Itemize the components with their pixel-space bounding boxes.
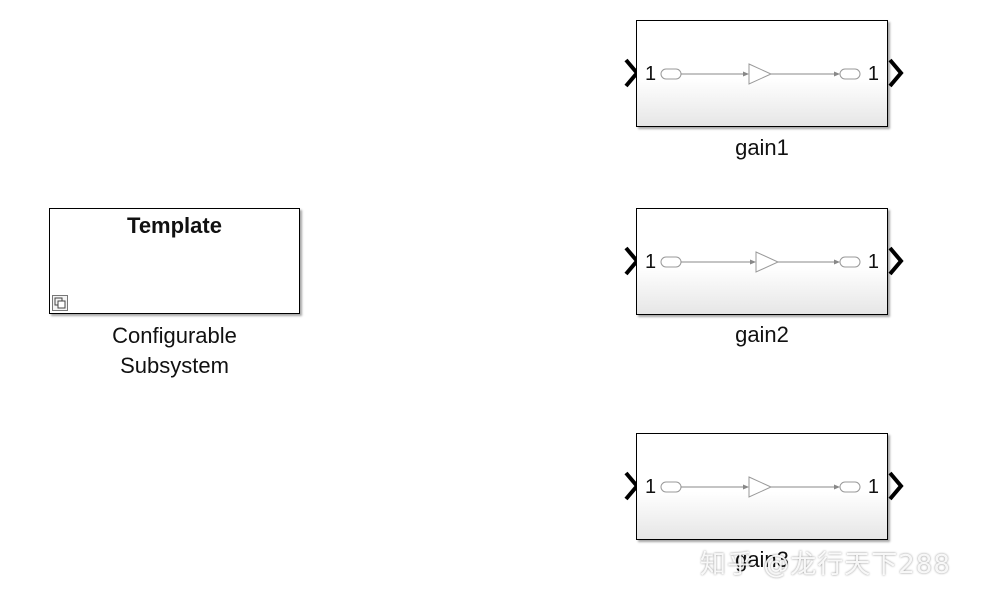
gain3-subsystem-block[interactable]: 1 1 bbox=[636, 433, 888, 540]
gain1-caption: gain1 bbox=[735, 135, 789, 160]
gain3-output-port-chevron-icon[interactable] bbox=[886, 470, 908, 502]
configurable-subsystem-block[interactable]: Template bbox=[49, 208, 300, 314]
gain1-inner-diagram bbox=[660, 63, 861, 85]
watermark: 知乎 @龙行天下288 bbox=[700, 550, 951, 580]
gain2-caption: gain2 bbox=[735, 322, 789, 347]
gain1-outport-label: 1 bbox=[867, 63, 879, 85]
gain3-inport-label: 1 bbox=[645, 476, 657, 498]
gain2-inner-diagram bbox=[660, 251, 861, 273]
template-caption-line1: Configurable bbox=[112, 323, 237, 348]
template-caption-line2: Subsystem bbox=[120, 353, 229, 378]
gain3-gain-triangle bbox=[748, 476, 773, 498]
gain2-gain-triangle bbox=[755, 251, 780, 273]
gain2-outport-oval bbox=[839, 256, 861, 268]
subsystem-icon bbox=[52, 295, 68, 311]
gain3-inner-diagram bbox=[660, 476, 861, 498]
gain1-outport-oval bbox=[839, 68, 861, 80]
gain2-inport-oval bbox=[660, 256, 682, 268]
gain2-inport-label: 1 bbox=[645, 251, 657, 273]
gain1-gain-triangle bbox=[748, 63, 773, 85]
gain3-outport-oval bbox=[839, 481, 861, 493]
gain2-subsystem-block[interactable]: 1 1 bbox=[636, 208, 888, 315]
gain3-inport-oval bbox=[660, 481, 682, 493]
gain3-caption: gain3 bbox=[735, 547, 789, 572]
gain2-outport-label: 1 bbox=[867, 251, 879, 273]
gain2-output-port-chevron-icon[interactable] bbox=[886, 245, 908, 277]
gain1-output-port-chevron-icon[interactable] bbox=[886, 57, 908, 89]
gain1-inport-oval bbox=[660, 68, 682, 80]
template-title: Template bbox=[127, 213, 222, 238]
gain1-subsystem-block[interactable]: 1 1 bbox=[636, 20, 888, 127]
gain1-inport-label: 1 bbox=[645, 63, 657, 85]
gain3-outport-label: 1 bbox=[867, 476, 879, 498]
